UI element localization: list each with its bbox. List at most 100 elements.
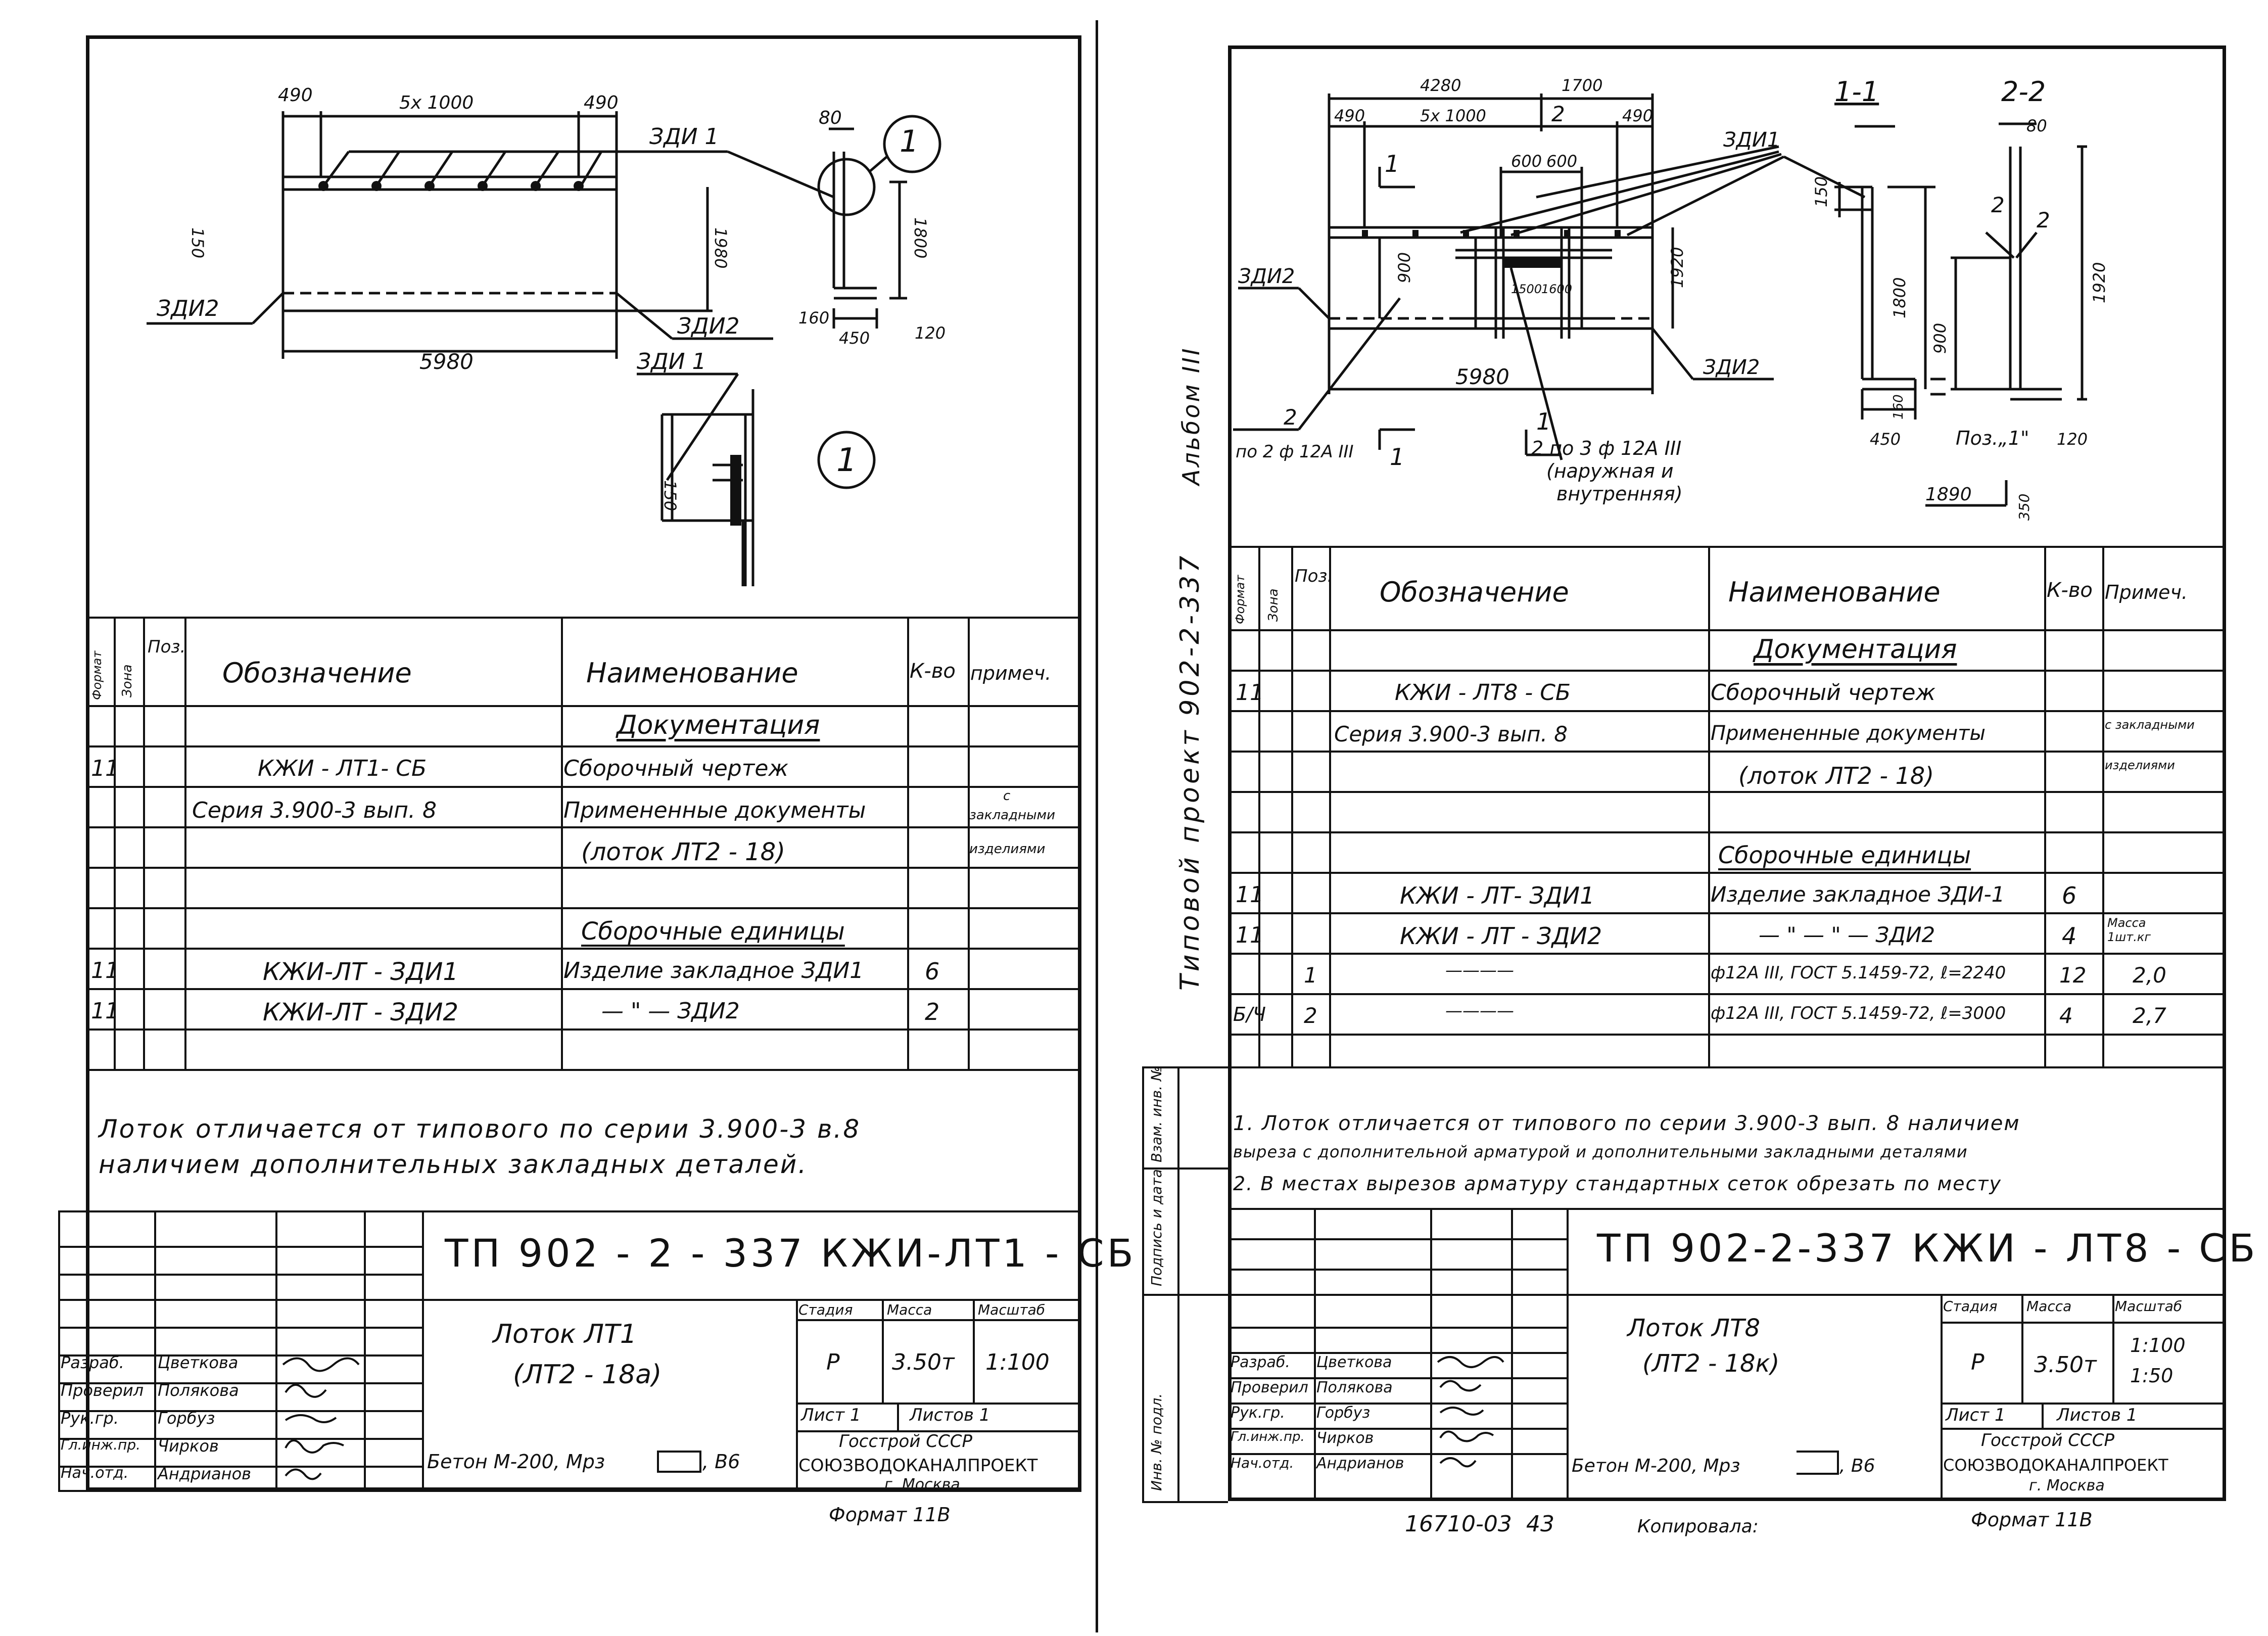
left-signatures <box>282 1357 360 1480</box>
left-stamp-mass-h: Масса <box>887 1301 932 1318</box>
right-bar2-text: по 2 ф 12А III <box>1236 442 1354 462</box>
left-header-zone: Зона <box>120 664 135 697</box>
left-person-role-2: Рук.гр. <box>61 1409 119 1428</box>
right-dim-4280: 4280 <box>1420 76 1461 95</box>
left-header-designation: Обозначение <box>222 657 412 689</box>
left-drawing: 490 5x 1000 490 80 ЗДИ 1 ЗДИ2 ЗДИ2 5980 … <box>147 85 946 586</box>
right-col-inv: Инв. № подл. <box>1148 1393 1165 1491</box>
right-row6-name: Изделие закладное ЗДИ-1 <box>1711 882 2005 907</box>
right-cutout <box>1474 236 1583 330</box>
right-sheet-frame <box>1228 45 2226 1501</box>
left-note-line1: Лоток отличается от типового по серии 3.… <box>99 1114 861 1144</box>
left-detail-number: 1 <box>836 442 857 479</box>
left-dim-80: 80 <box>819 108 842 128</box>
right-dim-600a: 600 <box>1511 152 1542 171</box>
left-row1-format: 11 <box>91 756 119 781</box>
right-person-name-4: Андрианов <box>1316 1455 1404 1472</box>
right-row9-designation: ———— <box>1445 1001 1514 1021</box>
left-header-qty: К-во <box>910 660 956 683</box>
right-row3-note: изделиями <box>2105 758 2175 772</box>
right-section-mark-1a: 1 <box>1385 150 1399 177</box>
right-dim-1600: 1600 <box>1541 282 1572 296</box>
right-row-doc-title: Документация <box>1754 634 1957 665</box>
right-row9-format: Б/Ч <box>1233 1003 1266 1025</box>
right-dim-1890: 1890 <box>1925 484 1972 505</box>
left-sheet-frame <box>86 35 1081 1491</box>
left-dim-1800: 1800 <box>911 217 930 258</box>
left-row6-designation: КЖИ-ЛТ - ЗДИ1 <box>263 958 458 986</box>
left-row7-designation: КЖИ-ЛТ - ЗДИ2 <box>263 998 458 1026</box>
right-dim-490-l: 490 <box>1334 106 1365 125</box>
right-row1-designation: КЖИ - ЛТ8 - СБ <box>1395 680 1571 706</box>
right-s2-120: 120 <box>2057 430 2088 449</box>
left-stamp-org2: СОЮЗВОДОКАНАЛПРОЕКТ <box>798 1456 1038 1476</box>
right-stamp-org2: СОЮЗВОДОКАНАЛПРОЕКТ <box>1943 1456 2168 1475</box>
right-row7-format: 11 <box>1236 922 1264 948</box>
right-person-name-2: Горбуз <box>1316 1404 1371 1422</box>
right-header-designation: Обозначение <box>1380 576 1569 608</box>
right-bottom-num: 43 <box>1526 1511 1554 1537</box>
left-dim-120: 120 <box>915 323 946 343</box>
right-row6-format: 11 <box>1236 882 1264 908</box>
right-row9-name: ф12А III, ГОСТ 5.1459-72, ℓ=3000 <box>1711 1003 2006 1023</box>
left-dim-150-detail: 150 <box>660 480 680 511</box>
left-detail-callout <box>817 431 876 489</box>
left-stamp-stage: Р <box>826 1349 840 1375</box>
right-s1-450: 450 <box>1870 430 1901 449</box>
left-person-role-1: Проверил <box>61 1381 144 1400</box>
right-section-11: 1-1 <box>1834 76 1879 108</box>
left-header-format: Формат <box>90 650 104 700</box>
right-stamp-stage: Р <box>1971 1349 1984 1375</box>
right-format-label: Формат 11В <box>1971 1509 2093 1531</box>
right-person-role-4: Нач.отд. <box>1231 1455 1294 1471</box>
left-row6-format: 11 <box>91 958 119 984</box>
left-stamp-title2: (ЛТ2 - 18а) <box>513 1360 662 1390</box>
right-header-zone: Зона <box>1266 588 1281 622</box>
right-label-zdi2-r: ЗДИ2 <box>1703 356 1760 379</box>
left-row7-format: 11 <box>91 998 119 1024</box>
right-note-line1: 1. Лоток отличается от типового по серии… <box>1233 1112 2020 1135</box>
left-label-zdi2-right: ЗДИ2 <box>677 313 740 339</box>
right-stamp-stage-h: Стадия <box>1943 1298 1998 1315</box>
right-stamp-sheet: Лист 1 <box>1946 1405 2006 1425</box>
right-row1-format: 11 <box>1236 680 1264 706</box>
left-person-role-4: Нач.отд. <box>61 1464 129 1482</box>
left-stamp-org1: Госстрой СССР <box>839 1431 972 1452</box>
right-person-name-3: Чирков <box>1316 1429 1374 1447</box>
left-dim-450: 450 <box>839 329 870 348</box>
left-dim-490-right: 490 <box>584 92 619 113</box>
sheet-divider <box>1096 20 1098 1632</box>
left-row1-designation: КЖИ - ЛТ1- СБ <box>258 756 427 781</box>
left-row-assembly-title: Сборочные единицы <box>581 917 845 946</box>
left-callout-circle <box>817 158 876 216</box>
left-person-name-1: Полякова <box>158 1381 239 1400</box>
right-stamp-title1: Лоток ЛТ8 <box>1627 1314 1760 1342</box>
left-row-doc-title: Документация <box>617 710 820 740</box>
right-row7-note: Масса 1шт.кг <box>2107 916 2151 944</box>
left-stamp-code: ТП 902 - 2 - 337 КЖИ-ЛТ1 - СБ <box>445 1231 1137 1276</box>
right-dim-900: 900 <box>1395 252 1414 283</box>
left-row6-qty: 6 <box>925 958 940 985</box>
left-stamp-material-tail: , В6 <box>702 1451 740 1473</box>
right-note-line3: 2. В местах вырезов арматуру стандартных… <box>1233 1173 2002 1195</box>
right-drawing: 4280 1700 490 5x 1000 2 490 600 600 1500… <box>1233 76 2109 521</box>
right-label-zdi1: ЗДИ1 <box>1723 128 1780 152</box>
left-person-name-3: Чирков <box>158 1436 219 1456</box>
left-stamp-stage-h: Стадия <box>798 1301 853 1318</box>
left-stamp-scale: 1:100 <box>985 1349 1050 1375</box>
right-header-qty: К-во <box>2047 579 2093 602</box>
left-row3-note: изделиями <box>969 842 1046 857</box>
right-row8-designation: ———— <box>1445 960 1514 980</box>
right-dim-5x1000: 5x 1000 <box>1420 106 1486 125</box>
right-row6-designation: КЖИ - ЛТ- ЗДИ1 <box>1400 882 1595 909</box>
right-bottom-copy: Копировала: <box>1637 1516 1759 1537</box>
right-person-name-0: Цветкова <box>1316 1353 1392 1371</box>
right-header-name: Наименование <box>1728 576 1941 608</box>
left-stamp-mass: 3.50т <box>892 1349 955 1375</box>
left-dim-160: 160 <box>798 308 829 328</box>
right-stamp-material: Бетон М-200, Мрз <box>1572 1456 1740 1476</box>
left-note-line2: наличием дополнительных закладных детале… <box>99 1150 808 1179</box>
left-row2-name: Примененные документы <box>563 798 866 823</box>
left-label-zdi2-left: ЗДИ2 <box>157 296 219 321</box>
right-row2-note: с закладными <box>2105 718 2195 732</box>
